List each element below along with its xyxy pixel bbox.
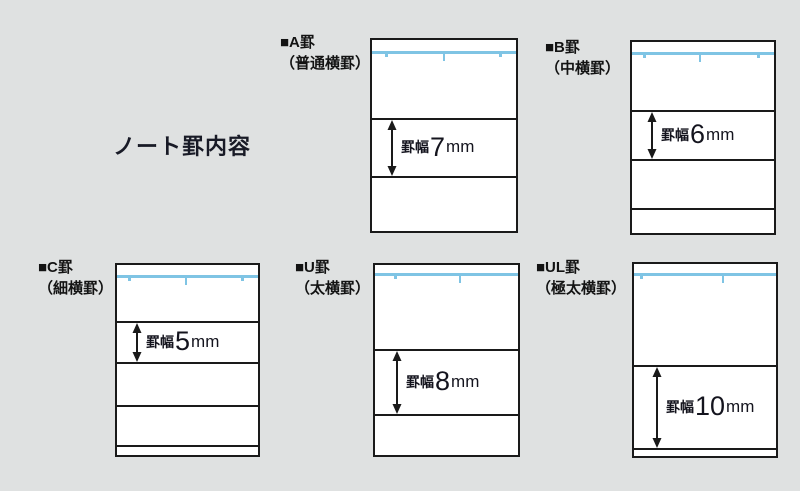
panel-subtitle: （中横罫） <box>545 60 621 77</box>
rule-width-value: 10 <box>695 391 726 421</box>
panel-title: ■B罫 <box>545 39 580 56</box>
title-rule-blue-line <box>372 51 516 61</box>
title-rule-blue-line <box>634 273 776 283</box>
page-title: ノート罫内容 <box>113 134 252 159</box>
rule-line <box>632 208 774 210</box>
rule-width-value: 6 <box>690 119 706 149</box>
rule-width-arrow-icon <box>392 351 402 414</box>
rule-line <box>117 405 258 407</box>
panel-label: ■C罫 （細横罫） <box>38 257 113 299</box>
rule-line <box>632 110 774 112</box>
blue-tick-mark <box>442 54 445 61</box>
blue-tick-mark <box>184 278 187 285</box>
rule-width-value: 5 <box>175 326 191 356</box>
blue-tick-mark <box>698 55 701 62</box>
panel-title: ■UL罫 <box>536 259 581 276</box>
panel-label: ■UL罫 （極太横罫） <box>536 257 626 299</box>
blue-tick-mark <box>498 54 502 57</box>
rule-line <box>634 365 776 367</box>
rule-width-unit: mm <box>191 331 220 351</box>
panel-title: ■A罫 <box>280 34 315 51</box>
panel-subtitle: （細横罫） <box>38 280 114 297</box>
rule-width-arrow-icon <box>647 112 657 159</box>
panel-title: ■U罫 <box>295 259 330 276</box>
blue-tick-mark <box>241 278 245 281</box>
blue-tick-mark <box>384 54 388 57</box>
rule-line <box>372 176 516 178</box>
blue-tick-mark <box>643 55 647 58</box>
rule-width-label: 罫幅 <box>666 398 694 415</box>
title-rule-blue-line <box>375 273 518 283</box>
rule-width-value: 8 <box>435 366 451 396</box>
rule-width-value: 7 <box>430 131 446 162</box>
title-rule-blue-line <box>632 52 774 62</box>
rule-width-unit: mm <box>451 371 480 391</box>
rule-width-arrow-icon <box>387 120 397 176</box>
panel-label: ■A罫 （普通横罫） <box>280 32 370 74</box>
rule-width-label: 罫幅 <box>661 126 689 143</box>
panel-subtitle: （極太横罫） <box>536 280 627 297</box>
rule-line <box>117 362 258 364</box>
rule-line <box>634 448 776 450</box>
rule-width-arrow-icon <box>652 367 662 448</box>
title-rule-blue-line <box>117 275 258 285</box>
rule-width-unit: mm <box>726 396 755 416</box>
panel-subtitle: （太横罫） <box>295 280 371 297</box>
blue-tick-mark <box>128 278 132 281</box>
rule-width-label: 罫幅 <box>401 139 429 155</box>
rule-width-label: 罫幅 <box>146 333 174 350</box>
rule-line <box>632 159 774 161</box>
rule-width-unit: mm <box>706 124 735 144</box>
blue-tick-mark <box>393 276 397 279</box>
rule-line <box>375 414 518 416</box>
panel-label: ■B罫 （中横罫） <box>545 37 620 79</box>
blue-tick-mark <box>639 276 643 279</box>
rule-width-arrow-icon <box>132 323 142 362</box>
blue-tick-mark <box>722 276 725 283</box>
rule-line <box>117 321 258 323</box>
blue-tick-mark <box>459 276 462 283</box>
panel-subtitle: （普通横罫） <box>280 55 371 72</box>
rule-line <box>375 349 518 351</box>
panel-label: ■U罫 （太横罫） <box>295 257 370 299</box>
blue-tick-mark <box>756 55 760 58</box>
panel-title: ■C罫 <box>38 259 73 276</box>
rule-line <box>372 118 516 120</box>
rule-width-unit: mm <box>446 137 475 156</box>
rule-width-label: 罫幅 <box>406 373 434 390</box>
rule-line <box>117 445 258 447</box>
